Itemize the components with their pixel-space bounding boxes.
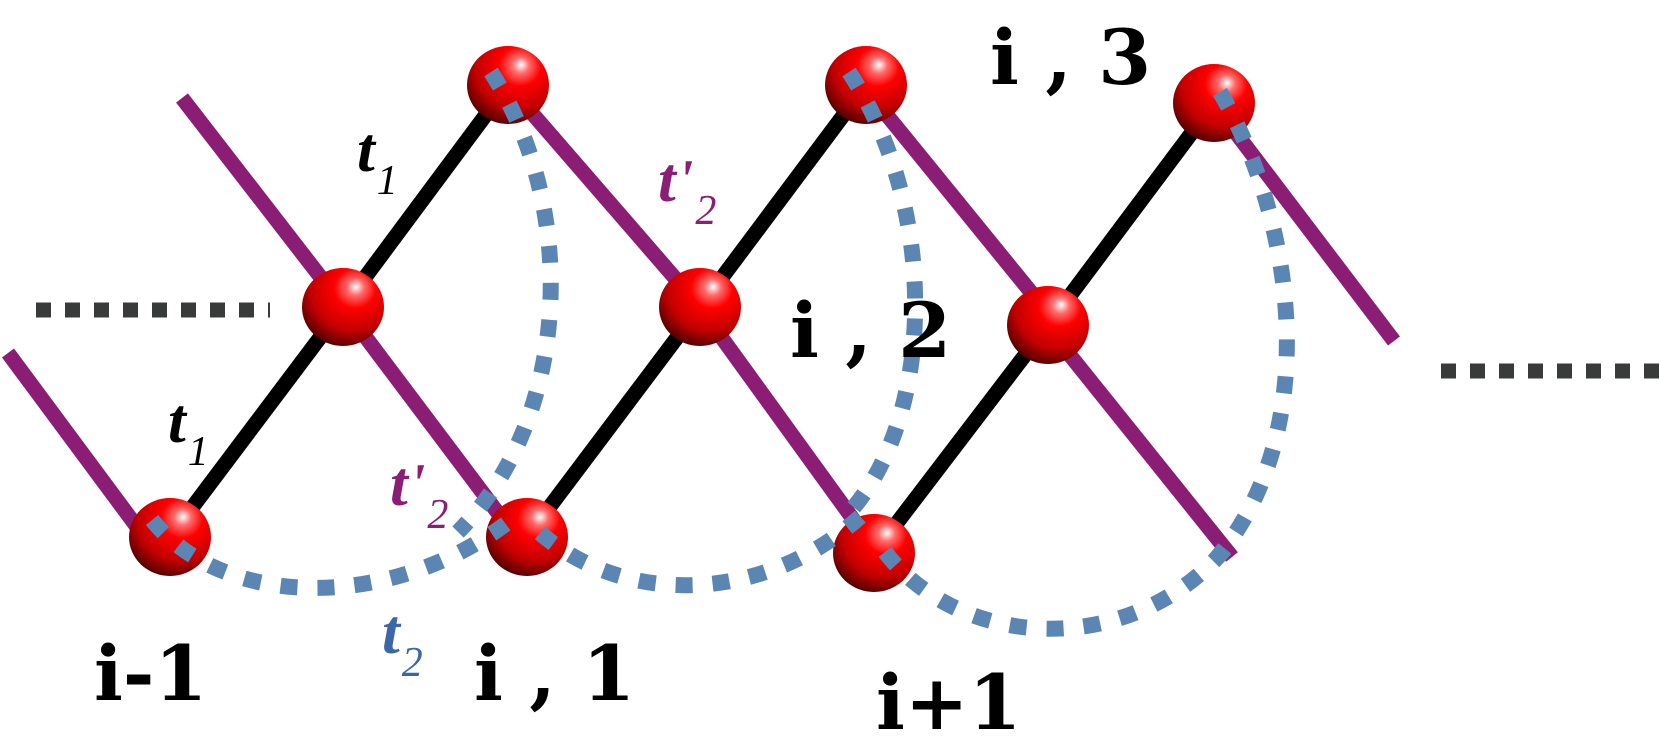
atoms — [129, 46, 1255, 592]
t2-arc-G-stub — [878, 542, 1233, 637]
t2-arc-I-stub — [1207, 87, 1295, 567]
t2prime-upper-prime: ' — [677, 149, 694, 212]
hop-label-t2: t2 — [382, 600, 423, 687]
t2-arc-F-G — [841, 67, 924, 521]
t2-base: t — [382, 596, 400, 667]
atom-G — [833, 514, 915, 592]
hop-label-t2prime-upper: t'2 — [658, 148, 717, 235]
t1-lower-base: t — [168, 385, 186, 456]
t2p-bond-I-right-stub — [1214, 107, 1400, 346]
t2p-bond-C-E — [512, 92, 700, 305]
site-label-i-2: i , 2 — [790, 286, 952, 375]
atom-D — [486, 498, 568, 576]
t2prime-lower-sub: 2 — [427, 492, 449, 539]
hop-label-t2prime-lower: t'2 — [390, 452, 449, 539]
atom-B — [302, 268, 384, 346]
t1-bond-B-C — [336, 80, 515, 312]
t1-lower-sub: 1 — [187, 429, 209, 476]
t1-upper-sub: 1 — [376, 158, 398, 205]
t2p-bond-F-H — [867, 93, 1058, 323]
t1-upper-base: t — [357, 114, 375, 185]
t1-bond-H-I — [1041, 98, 1221, 330]
t2-sub: 2 — [401, 640, 423, 687]
t2prime-upper-base: t — [658, 144, 676, 215]
hop-label-t1-lower: t1 — [168, 389, 209, 476]
atom-H — [1007, 286, 1089, 364]
hop-label-t1-upper: t1 — [357, 118, 398, 205]
t2-arc-A-D — [145, 514, 512, 596]
atom-C — [467, 46, 549, 124]
site-label-i-1: i , 1 — [474, 629, 636, 718]
continuation-dots — [36, 302, 1660, 379]
site-label-i-3: i , 3 — [990, 13, 1152, 102]
atom-E — [659, 268, 741, 346]
t2p-bond-topstub-B — [176, 93, 342, 302]
t1-bond-G-H — [868, 320, 1054, 558]
t2prime-upper-sub: 2 — [695, 188, 717, 235]
site-label-i-plus-1: i+1 — [876, 658, 1022, 747]
t1-bond-E-F — [693, 80, 873, 312]
t2-bonds — [145, 67, 1295, 637]
site-label-i-minus-1: i-1 — [94, 629, 208, 718]
atom-I — [1173, 64, 1255, 142]
t1-bond-D-E — [521, 302, 706, 542]
t2prime-lower-base: t — [390, 448, 408, 519]
t2prime-lower-prime: ' — [409, 453, 426, 516]
atom-A — [129, 498, 211, 576]
t2-arc-D-G — [534, 509, 868, 594]
atom-F — [825, 46, 907, 124]
t2p-bond-H-stub — [1059, 344, 1238, 562]
t1-bonds — [164, 80, 1221, 558]
t1-bond-A-B — [164, 302, 349, 542]
